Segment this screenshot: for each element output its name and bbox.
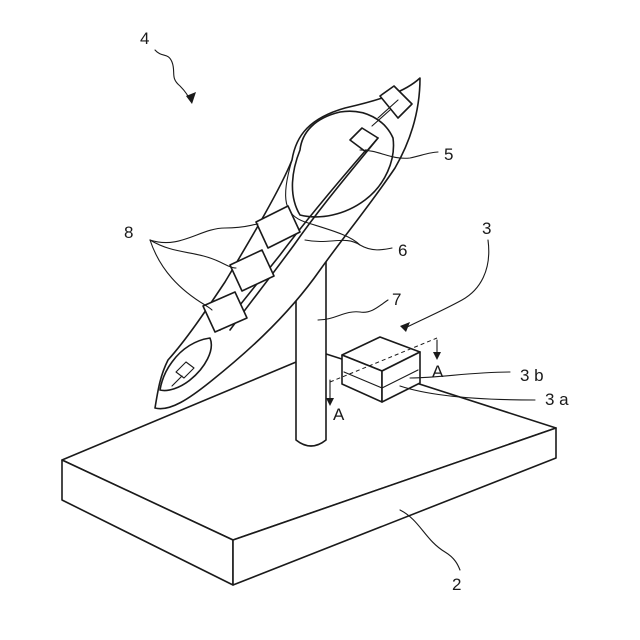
label-3: 3 [482, 219, 491, 238]
label-7: 7 [392, 290, 401, 309]
label-5: 5 [444, 145, 453, 164]
label-3a: 3 a [545, 390, 569, 409]
label-a-right: A [432, 362, 444, 381]
label-8: 8 [124, 223, 133, 242]
label-3b: 3 b [520, 366, 544, 385]
label-a-left: A [333, 405, 345, 424]
label-6: 6 [398, 241, 407, 260]
label-4: 4 [140, 29, 149, 48]
label-2: 2 [452, 575, 461, 594]
